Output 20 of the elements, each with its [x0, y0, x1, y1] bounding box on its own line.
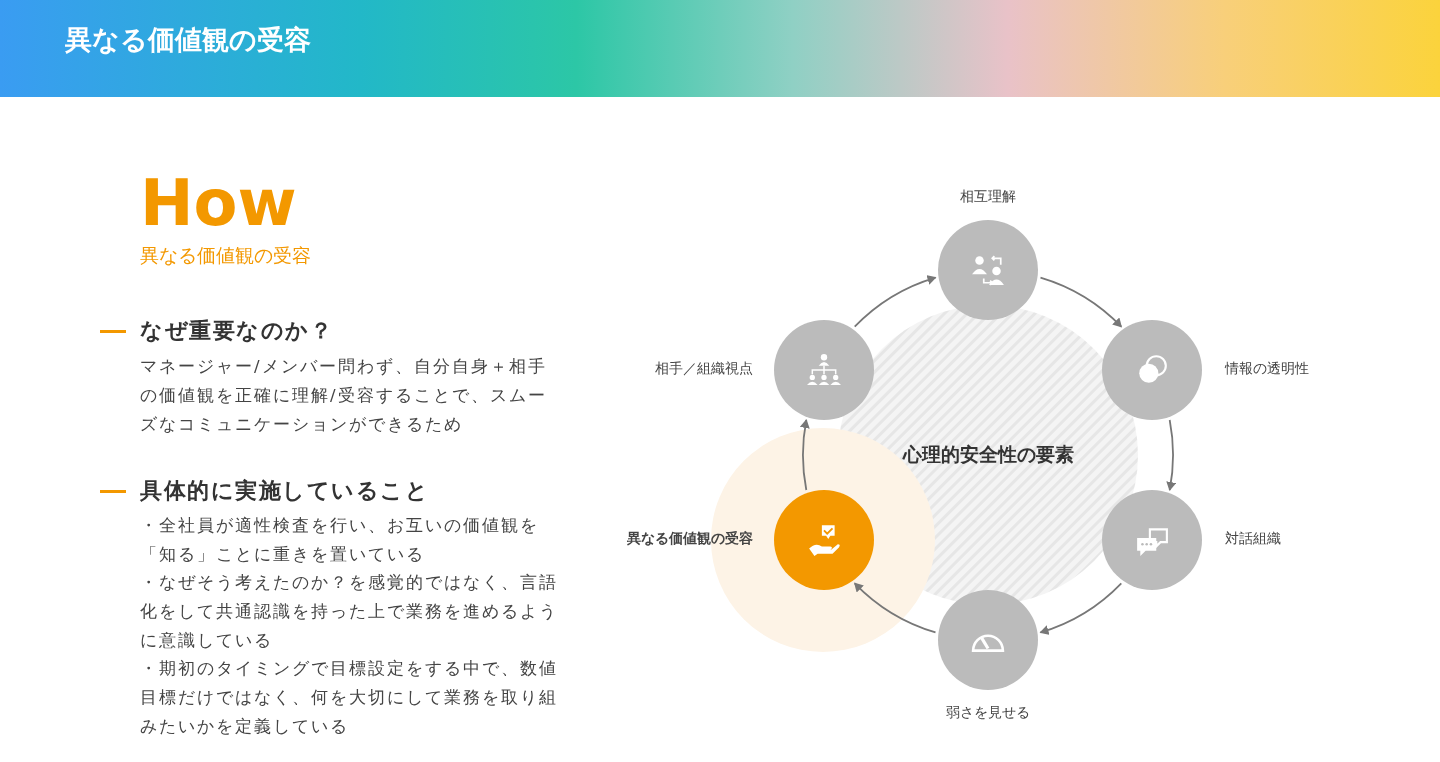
- circle-label: 異なる価値観の受容: [626, 530, 753, 549]
- arrow: [1039, 276, 1123, 328]
- circle-label: 対話組織: [1225, 530, 1282, 549]
- center-label: 心理的安全性の要素: [902, 442, 1074, 467]
- circle-label: 情報の透明性: [1225, 359, 1310, 378]
- big-heading: How: [140, 166, 297, 240]
- circle-label: 弱さを見せる: [946, 704, 1030, 722]
- circle-label: 相手／組織視点: [654, 359, 753, 378]
- arrow: [853, 582, 937, 634]
- bullet-text: ・なぜそう考えたのか？を感覚的ではなく、言語化をして共通認識を持った上で業務を進めるように意識している: [140, 572, 559, 652]
- page-title: 異なる価値観の受容: [65, 23, 311, 57]
- arrow: [1165, 419, 1176, 491]
- arrow: [1039, 582, 1123, 635]
- arrow: [853, 275, 937, 328]
- circle-label: 相互理解: [960, 188, 1016, 206]
- subtitle: 異なる価値観の受容: [140, 243, 311, 268]
- arrow: [800, 419, 811, 491]
- body-text: マネージャー/メンバー問わず、自分自身＋相手の価値観を正確に理解/受容することで、スムーズなコミュニケーションができるため: [140, 356, 548, 436]
- bullet-text: ・全社員が適性検査を行い、お互いの価値観を「知る」ことに重きを置いている: [140, 515, 540, 566]
- bullet-text: ・期初のタイミングで目標設定をする中で、数値目標だけではなく、何を大切にして業務を取り組みたいかを定義している: [140, 658, 559, 738]
